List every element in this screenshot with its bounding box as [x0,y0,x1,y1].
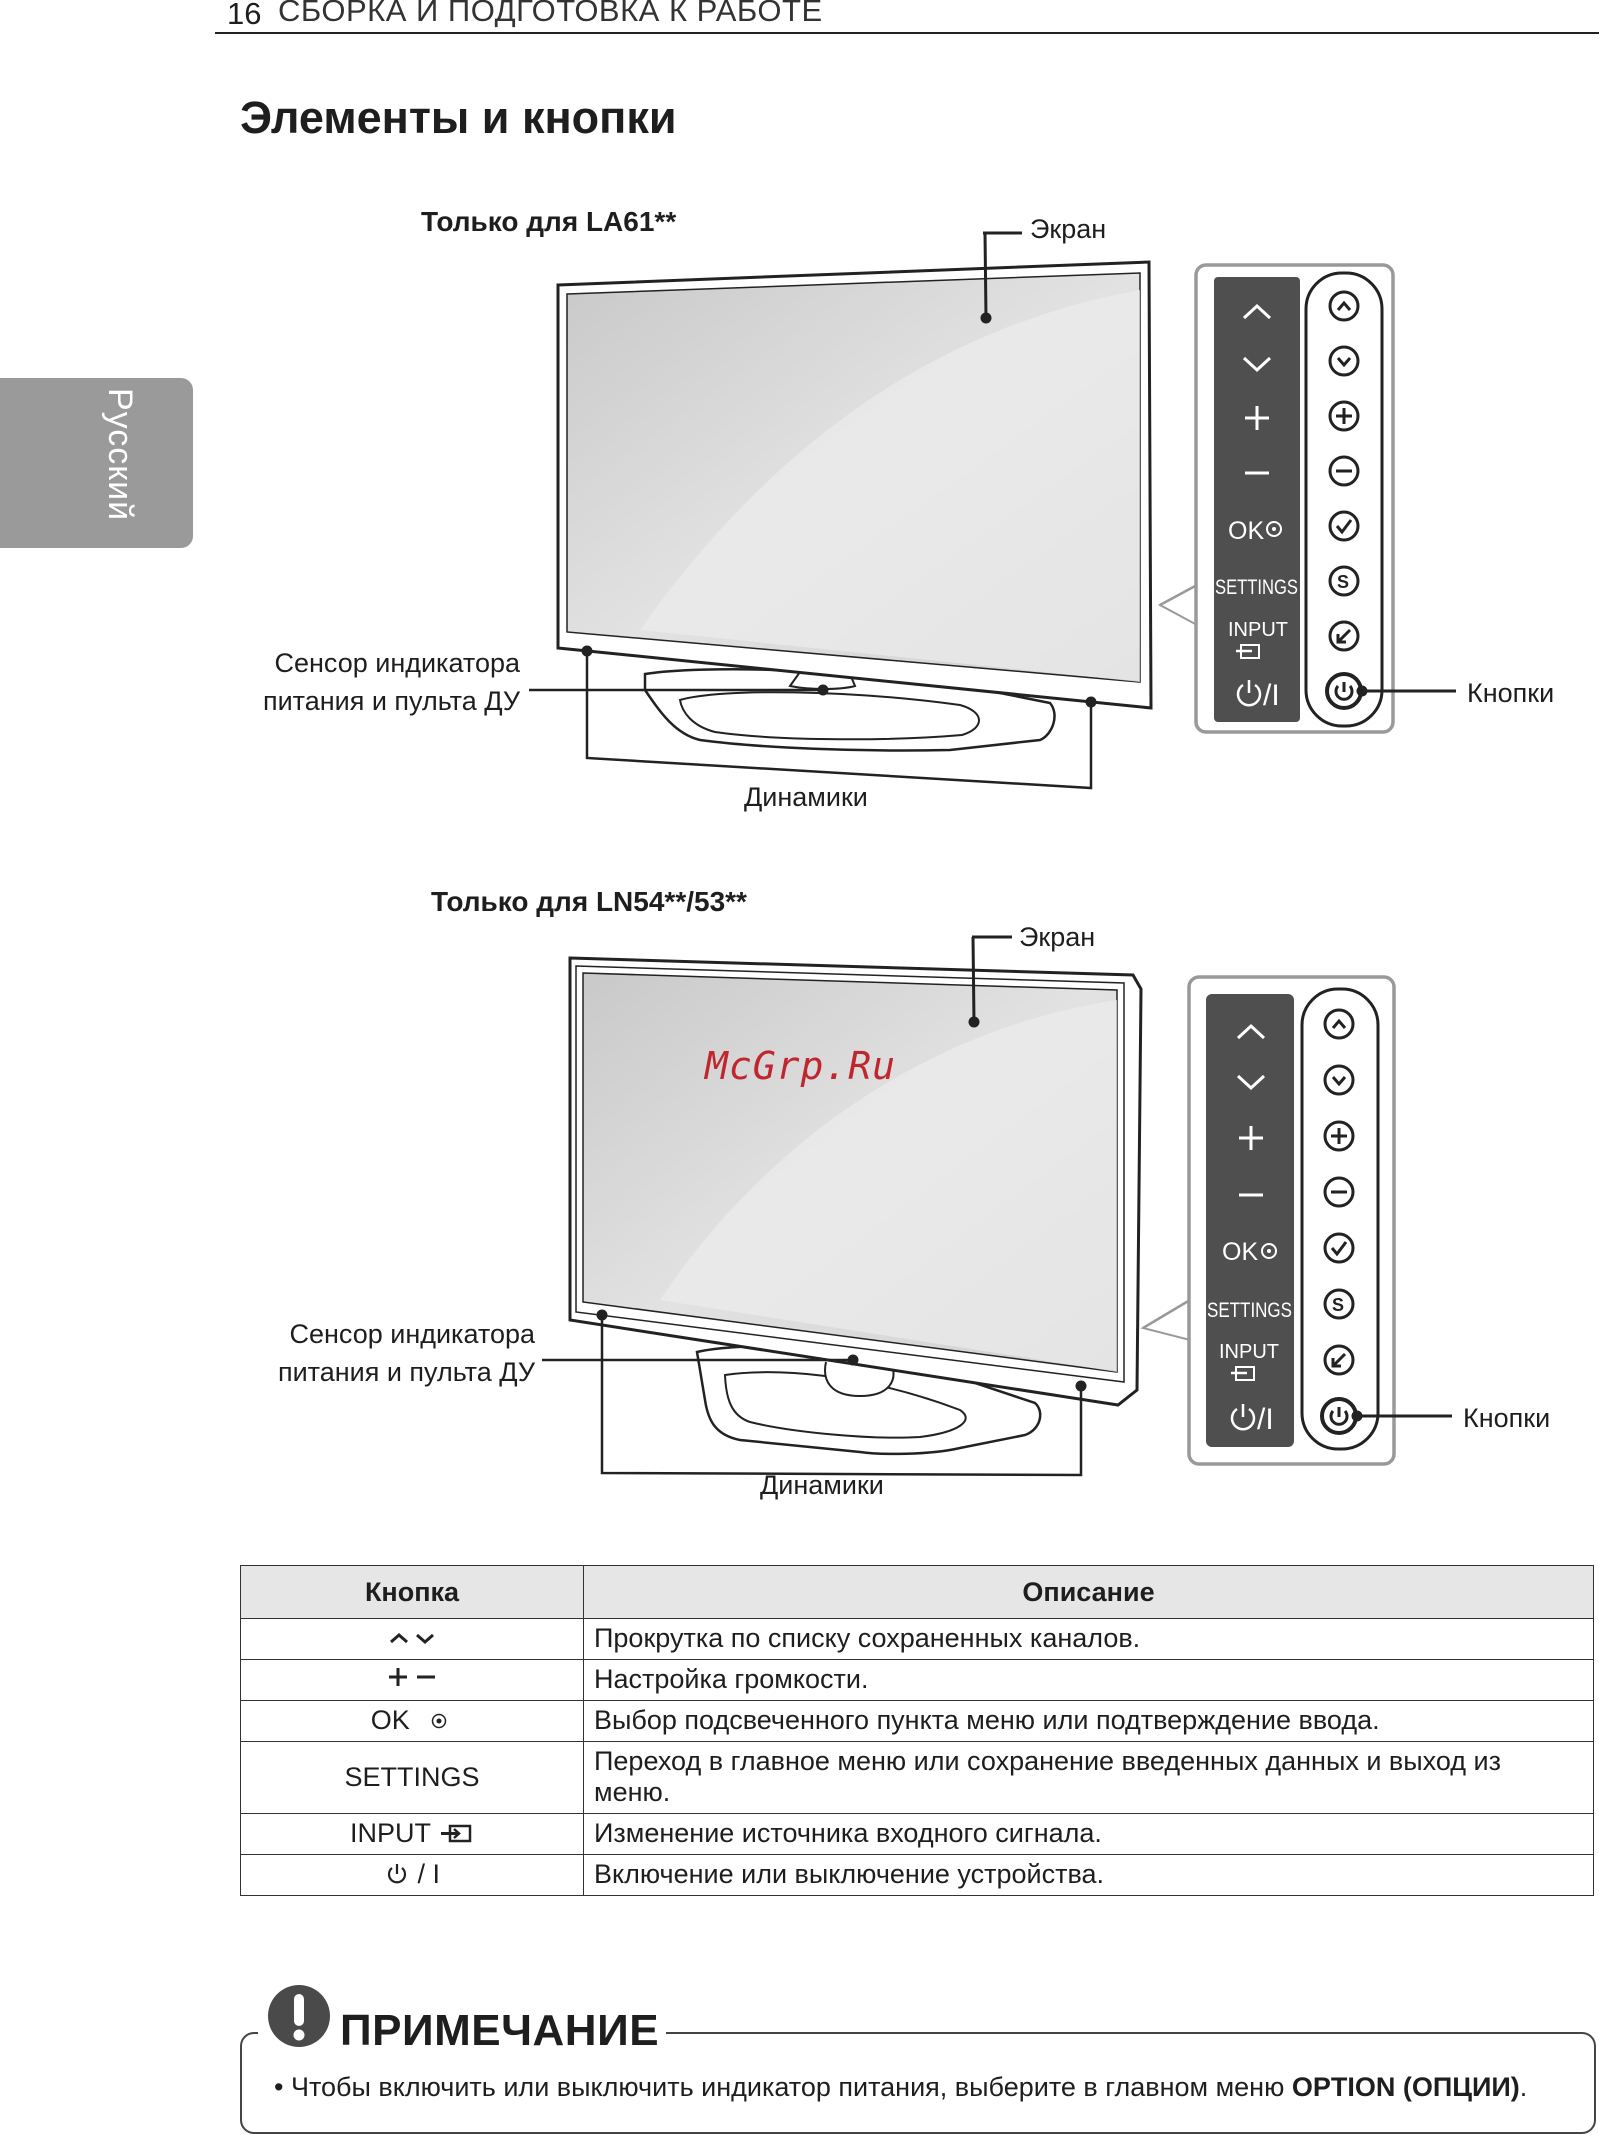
button-cell: / I [240,1854,584,1896]
button-cell [240,1618,584,1660]
note-text: • Чтобы включить или выключить индикатор… [274,2072,1527,2103]
sensor-label-line-2: питания и пульта ДУ [277,1357,535,1387]
page-title: Элементы и кнопки [240,92,677,143]
column-header-button: Кнопка [240,1565,584,1619]
buttons-table: Кнопка Описание Прокрутка по списку сохр… [240,1565,1594,1896]
column-header-description: Описание [583,1565,1594,1619]
ok-glyph-label: OK [1222,1238,1258,1266]
watermark: McGrp.Ru [705,1044,897,1088]
input-source-icon [441,1824,472,1843]
page-number: 16 [227,0,262,31]
figure-2-subtitle: Только для LN54**/53** [431,886,747,917]
button-name: OK [370,1705,410,1735]
description-cell: Изменение источника входного сигнала. [583,1813,1594,1855]
svg-text:S: S [1332,1295,1344,1315]
table-row: Прокрутка по списку сохраненных каналов. [240,1618,1594,1660]
page-header: 16 СБОРКА И ПОДГОТОВКА К РАБОТЕ [215,0,1599,34]
note-title: ПРИМЕЧАНИЕ [340,2006,660,2055]
description-cell: Переход в главное меню или сохранение вв… [583,1741,1594,1814]
note-box [240,2032,1596,2134]
section-title: СБОРКА И ПОДГОТОВКА К РАБОТЕ [278,0,823,28]
channel-up-glyph [1236,1023,1266,1040]
description-cell: Выбор подсвеченного пункта меню или подт… [583,1700,1594,1742]
button-cell [240,1659,584,1701]
figure-2-sensor-label: Сенсор индикатора питания и пульта ДУ [222,1315,535,1391]
description-cell: Настройка громкости. [583,1659,1594,1701]
input-glyph-label: INPUT [1219,1341,1279,1363]
figure-2-buttons-label: Кнопки [1463,1403,1551,1433]
table-row: OK Выбор подсвеченного пункта меню или п… [240,1700,1594,1742]
ok-circle-icon [432,1713,447,1729]
chevron-up-down-icon [390,1633,434,1644]
table-row: / I Включение или выключение устройства. [240,1854,1594,1896]
channel-down-glyph [1242,356,1272,373]
language-tab: Русский [0,378,193,548]
power-icon [387,1864,407,1884]
button-name: INPUT [349,1818,431,1848]
button-panel-2-buttons [1300,987,1380,1451]
figure-1-tv-illustration: OK SETTINGS INPUT /I S [529,231,1456,790]
exclamation-icon [268,1985,330,2047]
button-panel-1-labels [1214,277,1300,722]
table-header-row: Кнопка Описание [240,1565,1594,1619]
figure-1-buttons-label: Кнопки [1467,678,1555,708]
note-text-bold: OPTION (ОПЦИИ) [1291,2072,1520,2102]
figure-1-screen-label: Экран [1030,214,1107,244]
description-cell: Включение или выключение устройства. [583,1854,1594,1896]
button-cell: SETTINGS [240,1741,584,1814]
channel-up-glyph [1242,303,1272,320]
sensor-label-line-1: Сенсор индикатора [289,1319,535,1349]
sensor-label-line-2: питания и пульта ДУ [262,686,520,716]
table-row: SETTINGS Переход в главное меню или сохр… [240,1741,1594,1814]
note-text-end: . [1519,2072,1528,2102]
figure-1-subtitle: Только для LA61** [421,206,677,237]
table-row: INPUT Изменение источника входного сигна… [240,1813,1594,1855]
sensor-label-line-1: Сенсор индикатора [274,648,520,678]
table-row: Настройка громкости. [240,1659,1594,1701]
figure-1-sensor-label: Сенсор индикатора питания и пульта ДУ [210,644,520,720]
figure-1-speakers-label: Динамики [744,782,868,812]
settings-glyph-label: SETTINGS [1207,1299,1292,1322]
settings-glyph-label: SETTINGS [1215,576,1298,599]
channel-down-glyph [1236,1074,1266,1091]
description-cell: Прокрутка по списку сохраненных каналов. [583,1618,1594,1660]
ok-glyph-label: OK [1228,517,1264,545]
language-label: Русский [101,388,139,522]
button-panel-1-buttons [1304,271,1384,728]
input-glyph-label: INPUT [1228,619,1288,641]
power-slash-label: /I [1263,679,1280,712]
power-slash-label: /I [1257,1403,1274,1436]
button-cell: OK [240,1700,584,1742]
button-panel-2-labels [1206,994,1294,1447]
panel-1-round-buttons [1325,290,1363,710]
svg-text:S: S [1337,572,1349,592]
note-text-start: • Чтобы включить или выключить индикатор… [274,2072,1292,2102]
button-cell: INPUT [240,1813,584,1855]
button-name: / I [417,1859,441,1889]
figure-2-screen-label: Экран [1019,922,1096,952]
plus-minus-icon [389,1668,435,1686]
figure-2-tv-illustration: OK SETTINGS INPUT /I S [542,935,1452,1477]
